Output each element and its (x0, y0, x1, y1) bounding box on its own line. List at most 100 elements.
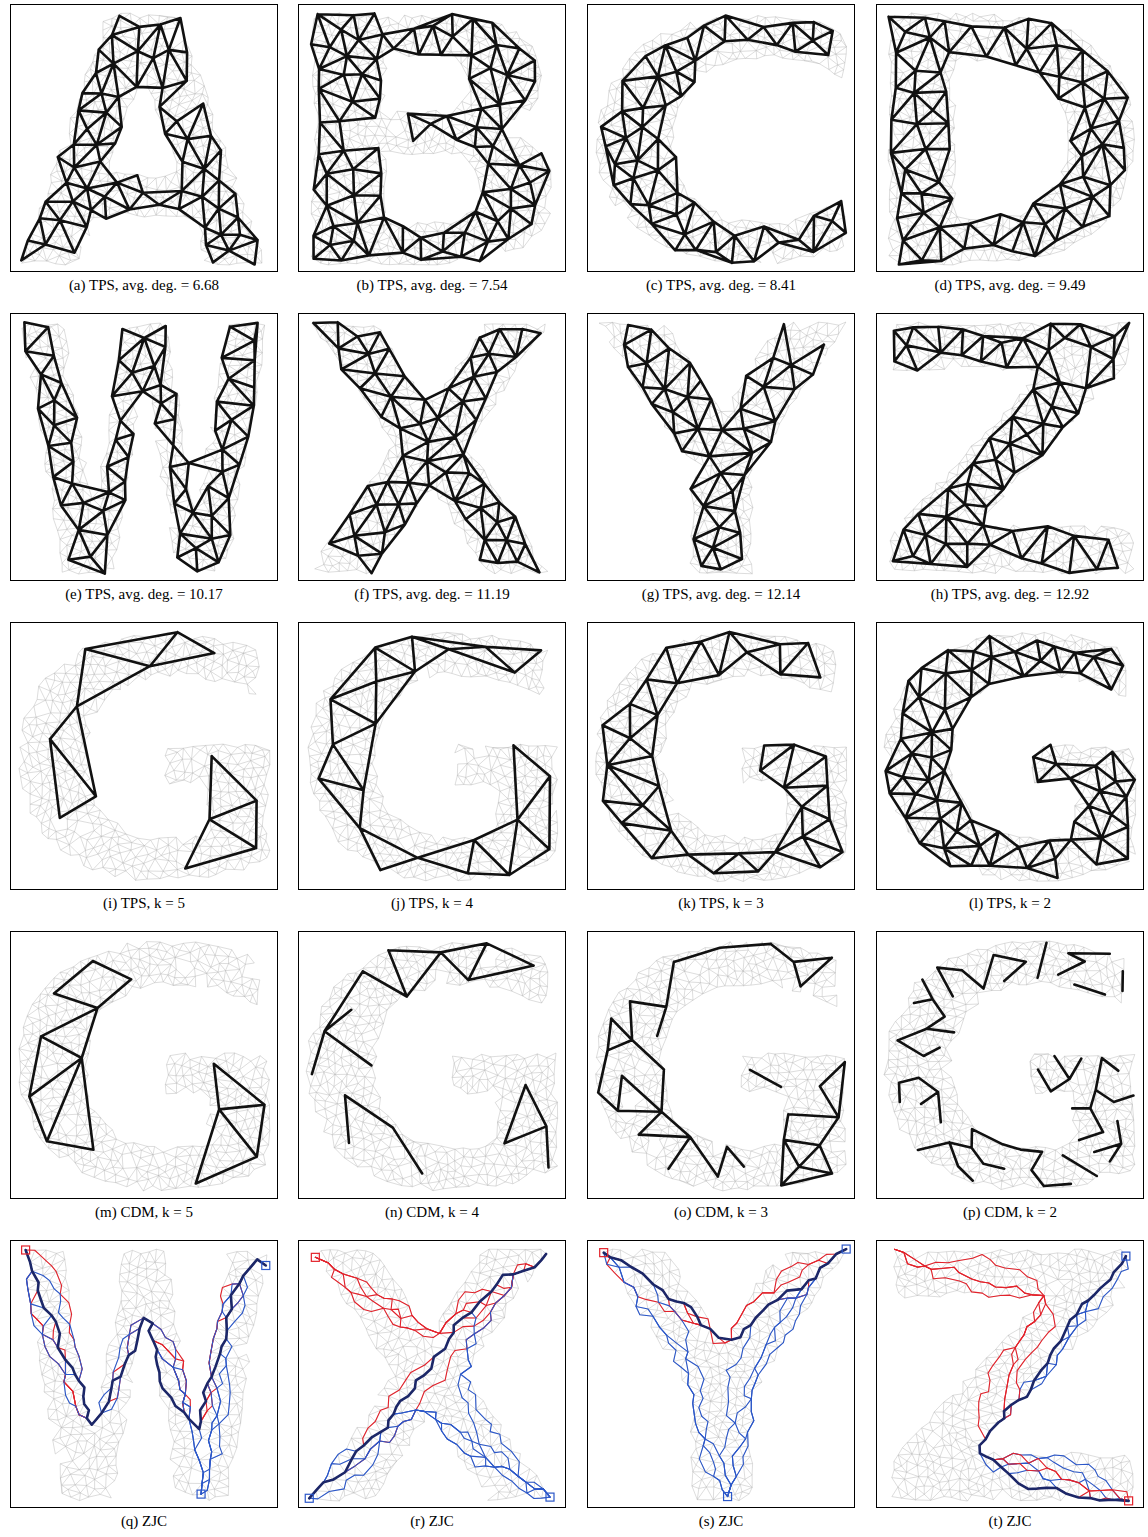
route-path (315, 1254, 546, 1333)
route-path (979, 1256, 1128, 1501)
mesh-panel (588, 932, 855, 1199)
coarse-mesh (313, 322, 540, 573)
mesh-panel (11, 932, 278, 1199)
route-path (26, 1250, 266, 1429)
mesh-panel (11, 5, 278, 272)
fine-mesh (596, 16, 846, 264)
subfigure-caption: (i) TPS, k = 5 (10, 894, 278, 912)
route-path (604, 1249, 846, 1343)
subfigure-caption: (h) TPS, avg. deg. = 12.92 (876, 585, 1144, 603)
fine-mesh (22, 13, 262, 265)
coarse-mesh (50, 632, 257, 868)
fine-mesh (596, 633, 847, 882)
route-path (604, 1249, 846, 1340)
subfigure-caption: (n) CDM, k = 4 (298, 1203, 566, 1221)
subfigure-caption: (k) TPS, k = 3 (587, 894, 855, 912)
route-path (895, 1249, 1129, 1501)
mesh-panel (877, 5, 1144, 272)
coarse-mesh (601, 16, 846, 263)
mesh-panel (299, 1241, 566, 1508)
route-path (315, 1254, 546, 1338)
mesh-panel (299, 623, 566, 890)
coarse-mesh (886, 636, 1135, 878)
terminal-square (22, 1246, 30, 1254)
route-path (728, 1249, 847, 1497)
subfigure-caption: (o) CDM, k = 3 (587, 1203, 855, 1221)
mesh-panel (11, 1241, 278, 1508)
fine-mesh (892, 1249, 1133, 1501)
mesh-panel (299, 5, 566, 272)
route-path (315, 1254, 546, 1333)
panel-frame (299, 314, 566, 581)
panel-frame (299, 932, 566, 1199)
route-path (895, 1249, 1129, 1501)
subfigure-caption: (g) TPS, avg. deg. = 12.14 (587, 585, 855, 603)
mesh-panel (588, 5, 855, 272)
mesh-panel (11, 623, 278, 890)
mesh-panel (588, 314, 855, 581)
coarse-mesh (598, 944, 845, 1186)
route-path (309, 1254, 546, 1498)
panel-frame (299, 623, 566, 890)
subfigure-caption: (b) TPS, avg. deg. = 7.54 (298, 276, 566, 294)
panel-frame (877, 314, 1144, 581)
route-path (604, 1253, 731, 1497)
terminal-square (600, 1249, 608, 1257)
subfigure-caption: (f) TPS, avg. deg. = 11.19 (298, 585, 566, 603)
terminal-square (305, 1494, 313, 1502)
subfigure-caption: (s) ZJC (587, 1512, 855, 1530)
subfigure-caption: (t) ZJC (876, 1512, 1144, 1530)
coarse-mesh (889, 17, 1128, 265)
fine-mesh (22, 323, 265, 574)
mesh-panel (11, 314, 278, 581)
mesh-panel (588, 1241, 855, 1508)
mesh-panel (299, 314, 566, 581)
fine-mesh (890, 322, 1134, 574)
panel-frame (11, 5, 278, 272)
mesh-panel (588, 623, 855, 890)
route-path (458, 1254, 550, 1497)
panel-frame (11, 314, 278, 581)
panel-frame (11, 1241, 278, 1508)
route-path (26, 1250, 204, 1494)
route-path (26, 1250, 204, 1494)
route-path (604, 1249, 846, 1340)
panel-frame (588, 932, 855, 1199)
route-path (979, 1256, 1128, 1501)
fine-mesh (884, 941, 1135, 1189)
coarse-mesh (624, 324, 824, 569)
route-path (726, 1249, 846, 1497)
fine-mesh (26, 1249, 267, 1500)
subfigure-caption: (l) TPS, k = 2 (876, 894, 1144, 912)
terminal-square (262, 1261, 270, 1269)
panel-frame (299, 5, 566, 272)
terminal-square (311, 1253, 319, 1261)
terminal-square (546, 1493, 554, 1501)
fine-mesh (309, 1249, 550, 1501)
subfigure-caption: (a) TPS, avg. deg. = 6.68 (10, 276, 278, 294)
route-path (728, 1249, 847, 1497)
subfigure-caption: (e) TPS, avg. deg. = 10.17 (10, 585, 278, 603)
route-path (315, 1254, 546, 1333)
panel-frame (877, 1241, 1144, 1508)
fine-mesh (604, 1249, 847, 1501)
coarse-mesh (898, 943, 1134, 1186)
fine-mesh (596, 942, 846, 1191)
terminal-square (724, 1493, 732, 1501)
coarse-mesh (29, 961, 264, 1184)
panel-frame (588, 5, 855, 272)
route-path (895, 1249, 1129, 1501)
route-path (604, 1249, 846, 1343)
coarse-mesh (893, 323, 1129, 573)
route-path (719, 1249, 846, 1497)
panel-frame (877, 5, 1144, 272)
panel-frame (11, 623, 278, 890)
subfigure-caption: (j) TPS, k = 4 (298, 894, 566, 912)
terminal-square (842, 1245, 850, 1253)
panel-frame (877, 623, 1144, 890)
fine-mesh (888, 13, 1134, 265)
fine-mesh (311, 13, 551, 265)
panel-frame (588, 1241, 855, 1508)
